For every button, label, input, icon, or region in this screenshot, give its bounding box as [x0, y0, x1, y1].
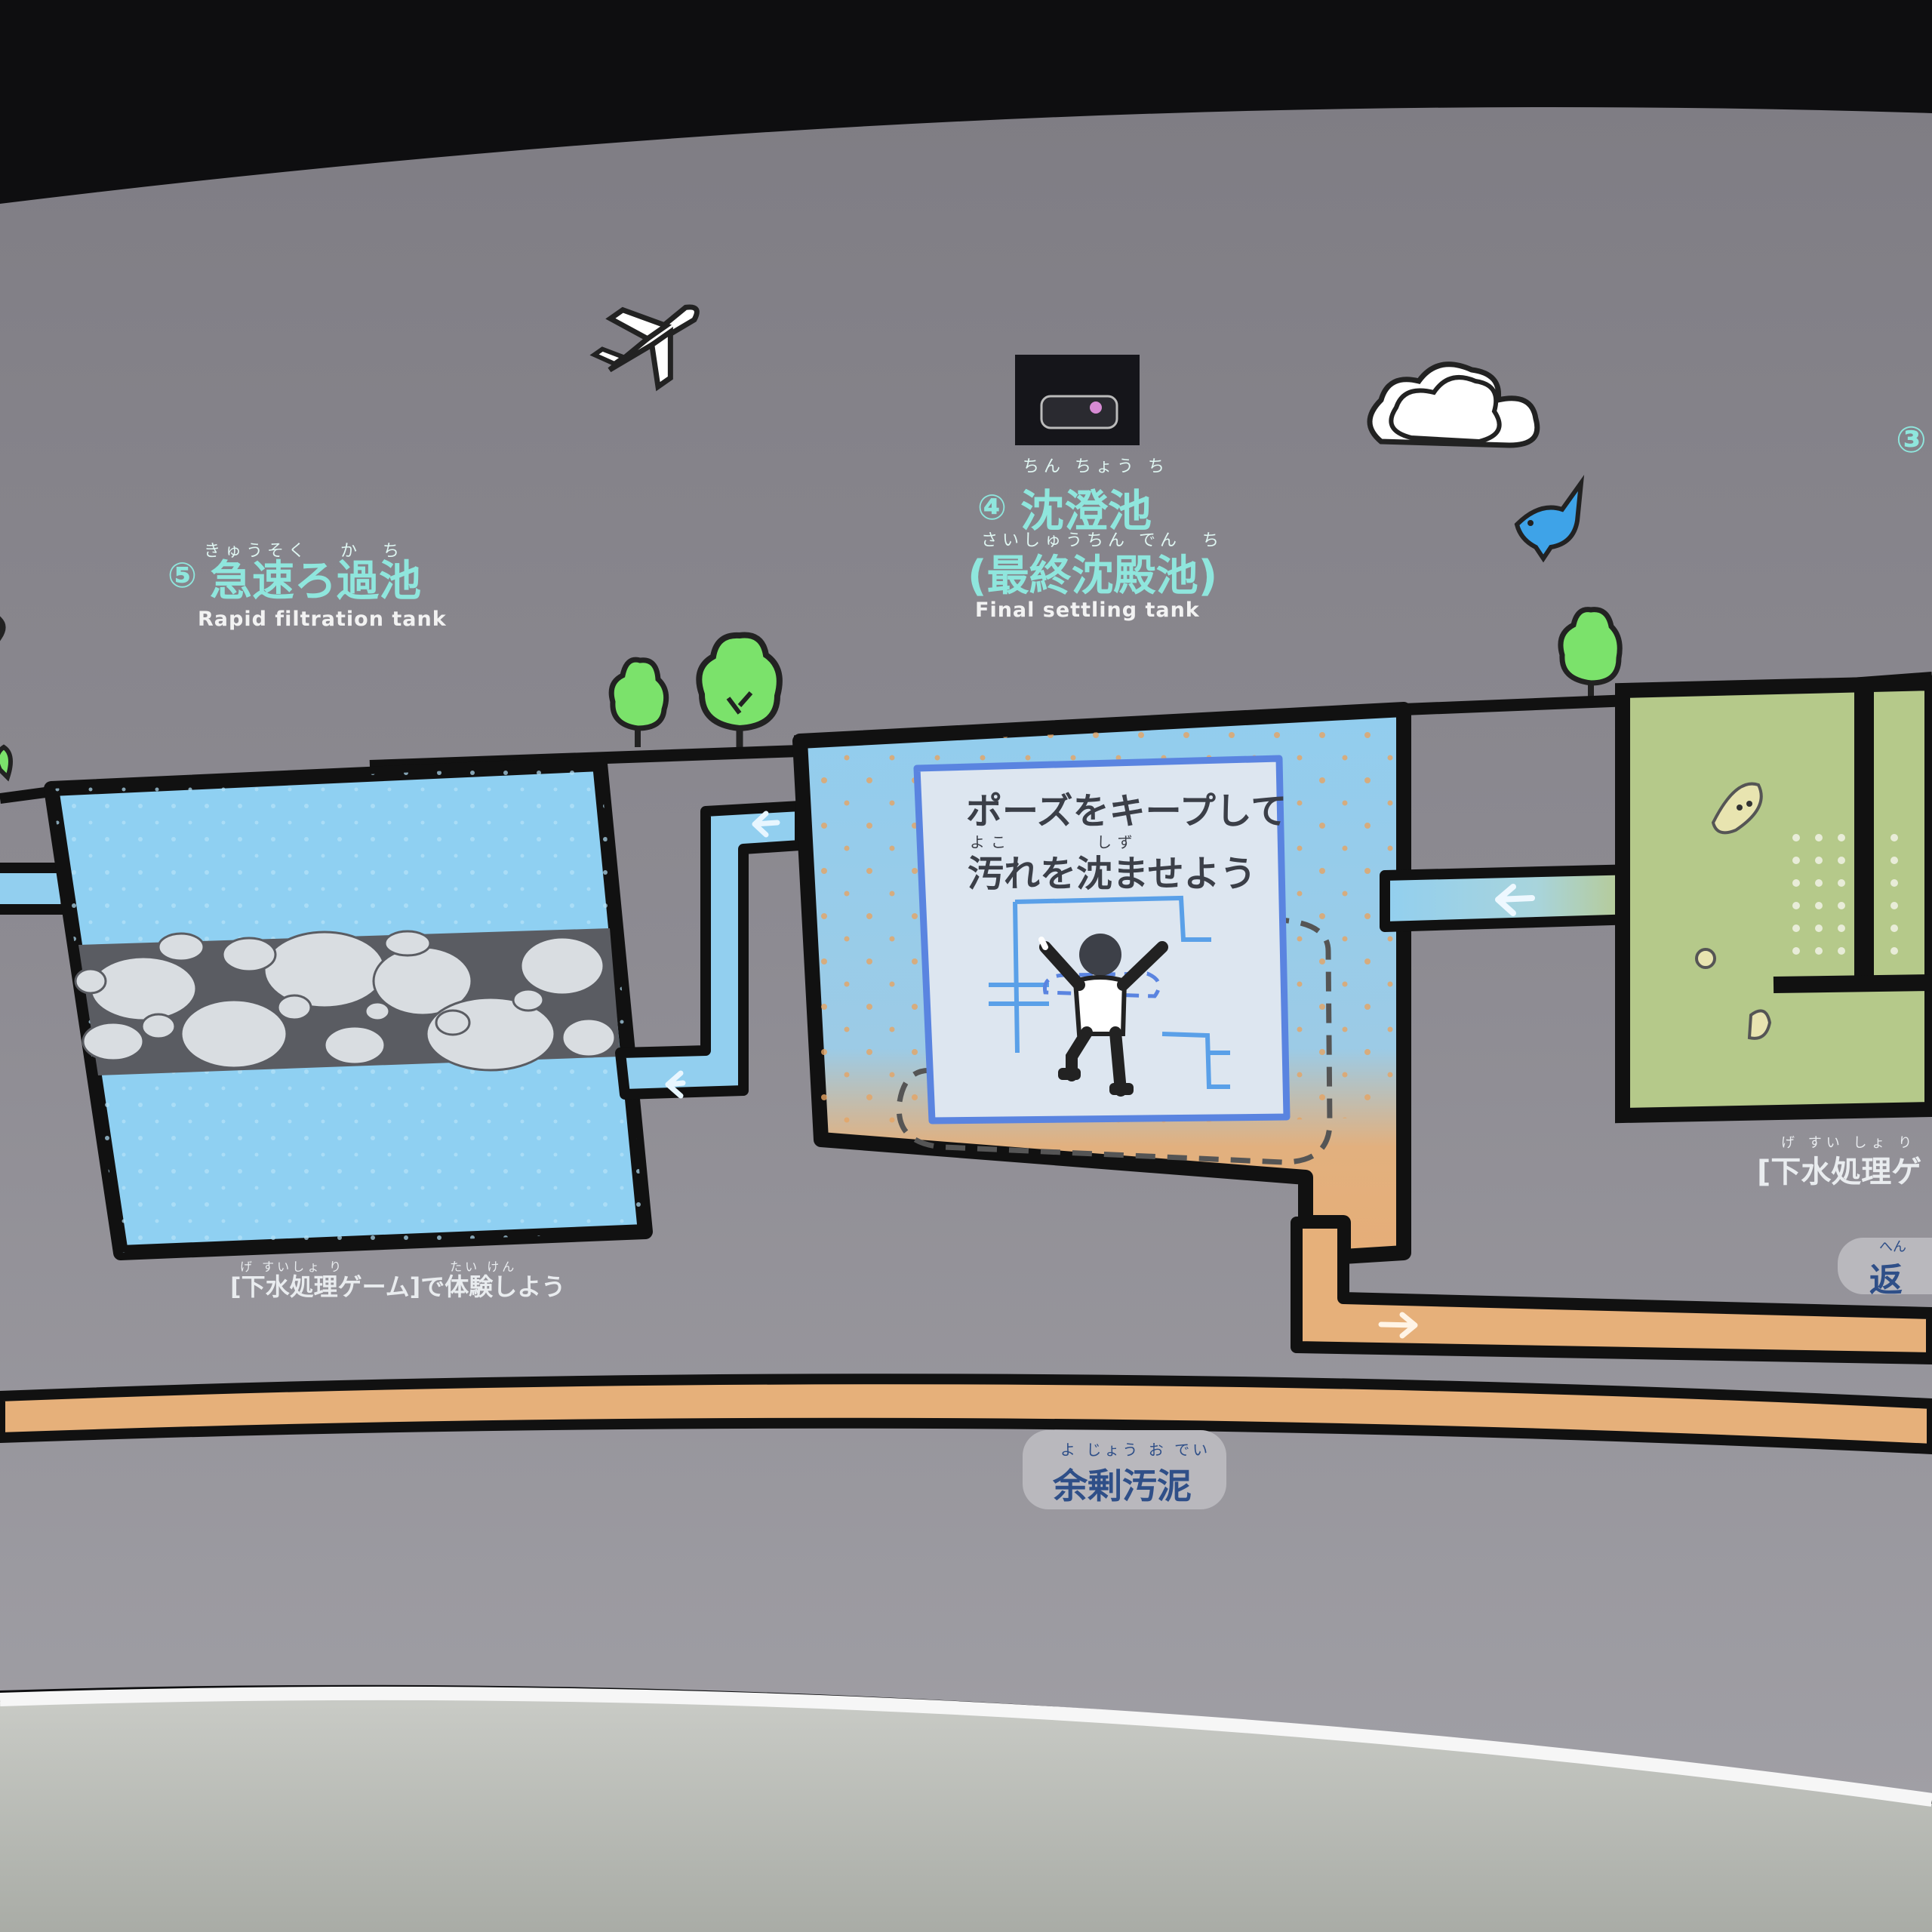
rapid-filtration-title: 急速ろ過池 [210, 557, 421, 606]
game-note: [下水処理ゲーム]で体験しよう [230, 1272, 566, 1301]
aeration-tank [1615, 675, 1932, 1124]
rapid-filtration-ruby: きゅうそく か ち [204, 542, 404, 561]
game-instruction-line2: 汚れを沈ませよう [968, 853, 1257, 895]
game-instruction-line1: ポーズをキープして [966, 790, 1287, 832]
rapid-filtration-english: Rapid filtration tank [198, 608, 447, 631]
pose-guide-dashed [896, 916, 1333, 1165]
game-note-right: [下水処理ゲ [1757, 1155, 1922, 1189]
excess-sludge-pill: よ じょう お でい 余剰汚泥 [1023, 1430, 1226, 1509]
game-instruction-ruby: よこ しず [970, 833, 1139, 851]
final-settling-number: ④ [977, 487, 1007, 528]
arrow-left-icon [1495, 884, 1535, 916]
excess-sludge-pipe [0, 1374, 1932, 1454]
final-settling-english: Final settling tank [975, 598, 1200, 622]
final-settling-title: 沈澄池 [1020, 485, 1152, 537]
return-sludge-pipe [1291, 1217, 1932, 1364]
final-settling-ruby2: さいしゅうちん でん ち [981, 531, 1223, 550]
arrow-left-icon [665, 1070, 686, 1099]
game-note-ruby: げ すいしょ り たい けん [240, 1260, 518, 1274]
airplane-icon [589, 304, 700, 392]
return-sludge-ruby: へん [1879, 1239, 1906, 1255]
bird-icon [1514, 475, 1585, 563]
final-settling-ruby: ちん ちょう ち [1023, 457, 1169, 476]
tree-icon [608, 657, 669, 747]
pose-game-panel [913, 755, 1291, 1124]
arrow-right-icon [1378, 1312, 1418, 1339]
return-sludge-label: 返 [1869, 1261, 1903, 1300]
excess-sludge-ruby: よ じょう お でい [1060, 1441, 1211, 1459]
microbe-icon [1695, 782, 1772, 1040]
return-sludge-pill: へん 返 [1838, 1238, 1932, 1300]
cloud-icon [1367, 361, 1540, 448]
arrow-left-icon [752, 811, 780, 838]
floor [0, 1696, 1932, 1932]
camera-sensor-icon [1015, 355, 1140, 445]
tree-icon [696, 632, 783, 747]
next-tank-number: ③ [1896, 419, 1927, 461]
game-note-right-ruby: げ すい しょ り [1781, 1135, 1917, 1151]
excess-sludge-label: 余剰汚泥 [1053, 1466, 1192, 1506]
person-pose-icon [1038, 934, 1168, 1097]
filter-pebbles [74, 930, 617, 1072]
rapid-filtration-tank [44, 756, 653, 1260]
rapid-filtration-number: ⑤ [168, 555, 197, 595]
floor-light-strip [0, 1686, 1932, 1807]
final-settling-title2: (最終沈殿池) [968, 552, 1218, 601]
